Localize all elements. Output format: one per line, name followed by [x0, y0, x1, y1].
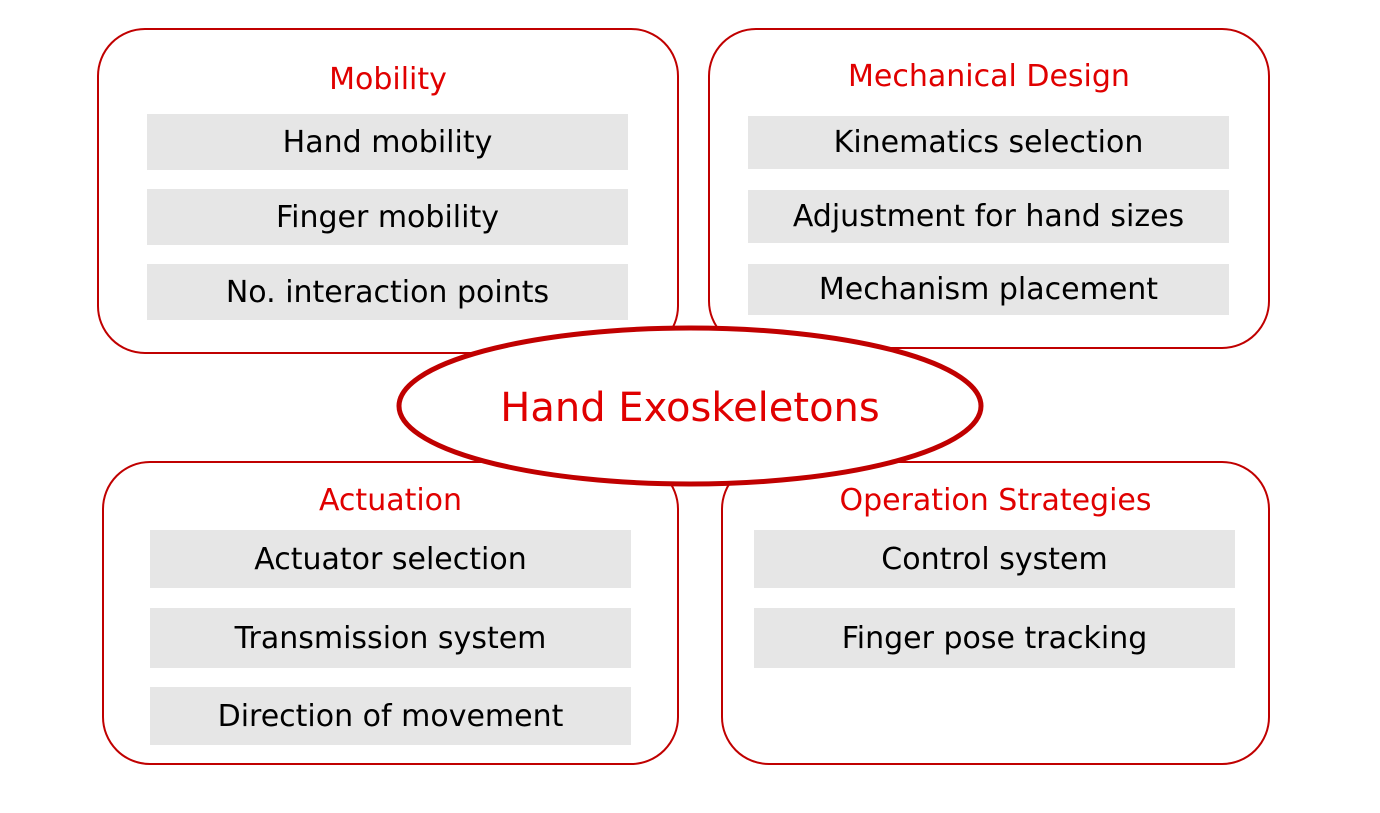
- item-control-system: Control system: [754, 530, 1235, 588]
- item-interaction-points: No. interaction points: [147, 264, 628, 320]
- panel-mechanical-design: Mechanical Design Kinematics selection A…: [708, 28, 1270, 349]
- item-transmission-system: Transmission system: [150, 608, 631, 668]
- item-adjustment-hand-sizes: Adjustment for hand sizes: [748, 190, 1229, 243]
- center-label: Hand Exoskeletons: [500, 385, 880, 431]
- panel-title-mobility: Mobility: [329, 62, 447, 97]
- item-finger-pose-tracking: Finger pose tracking: [754, 608, 1235, 668]
- item-direction-of-movement: Direction of movement: [150, 687, 631, 745]
- panel-actuation: Actuation Actuator selection Transmissio…: [102, 461, 679, 765]
- item-finger-mobility: Finger mobility: [147, 189, 628, 245]
- panel-operation-strategies: Operation Strategies Control system Fing…: [721, 461, 1270, 765]
- item-actuator-selection: Actuator selection: [150, 530, 631, 588]
- item-mechanism-placement: Mechanism placement: [748, 264, 1229, 315]
- center-ellipse-shape: [396, 325, 984, 487]
- panel-mobility: Mobility Hand mobility Finger mobility N…: [97, 28, 679, 354]
- item-kinematics-selection: Kinematics selection: [748, 116, 1229, 169]
- panel-title-mechanical-design: Mechanical Design: [848, 59, 1130, 94]
- panel-title-operation-strategies: Operation Strategies: [839, 483, 1152, 518]
- item-hand-mobility: Hand mobility: [147, 114, 628, 170]
- panel-title-actuation: Actuation: [318, 483, 463, 518]
